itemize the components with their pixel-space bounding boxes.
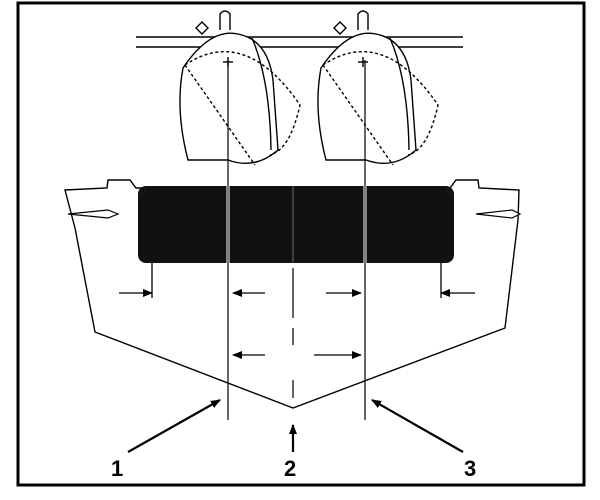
- engine-centerlines: [226, 60, 367, 420]
- engine-right: [317, 10, 439, 166]
- callout-1: 1: [111, 456, 124, 481]
- cleat-right: [475, 209, 522, 219]
- callout-leaders: [127, 399, 464, 453]
- callout-3: 3: [464, 456, 477, 481]
- figure-border: [16, 1, 586, 487]
- motor-well-fill: [138, 186, 454, 263]
- cleat-left: [67, 209, 120, 219]
- engine-left: [179, 10, 301, 166]
- dimension-arrows: [119, 263, 475, 359]
- callout-2: 2: [284, 456, 297, 481]
- mounting-bar: [136, 36, 463, 48]
